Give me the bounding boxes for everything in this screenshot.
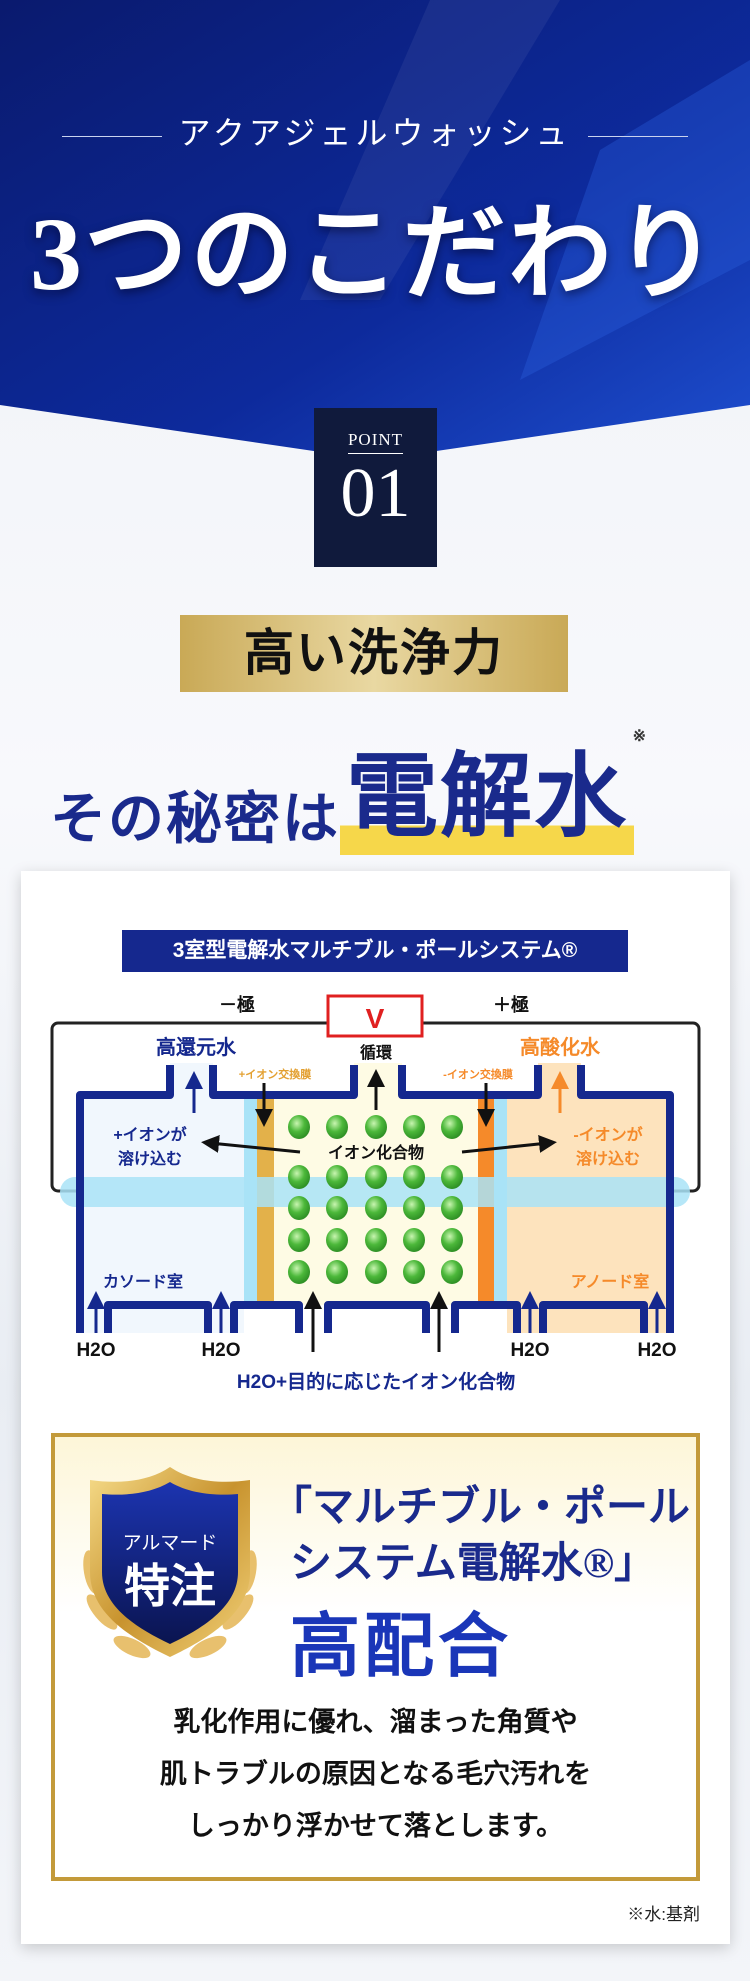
ion-ball (326, 1196, 348, 1220)
highlight-text: 電解水 (346, 746, 629, 848)
point-label: POINT (347, 430, 404, 454)
ion-ball (326, 1260, 348, 1284)
anode-label: アノード室 (571, 1272, 650, 1291)
cathode-label: カソード室 (103, 1272, 183, 1291)
description-line: 肌トラブルの原因となる毛穴汚れを (159, 1759, 592, 1789)
circulation: 循環 (360, 1043, 393, 1062)
ion-ball (365, 1165, 387, 1189)
ion-ball (288, 1260, 310, 1284)
diagram-title: 3室型電解水マルチブル・ポールシステム® (122, 930, 628, 972)
plus-ion-line2: 溶け込む (118, 1149, 182, 1168)
ion-ball (365, 1228, 387, 1252)
electrolysis-diagram: V －極 ＋極 高還元水 循環 高酸化水 +イオン交換膜 -イオン交換膜 +イオ… (50, 994, 701, 1393)
ion-ball (288, 1115, 310, 1139)
ion-ball (403, 1196, 425, 1220)
description-line: しっかり浮かせて落とします。 (187, 1811, 564, 1841)
point-badge: POINT 01 (314, 408, 437, 567)
ion-ball (365, 1196, 387, 1220)
point-number: 01 (340, 455, 411, 532)
h2o-label: H2O (201, 1340, 240, 1361)
h2o-label: H2O (510, 1340, 549, 1361)
plus-membrane-label: +イオン交換膜 (239, 1067, 311, 1081)
h2o-label: H2O (637, 1340, 676, 1361)
ion-ball (365, 1260, 387, 1284)
reduced-water: 高還元水 (156, 1035, 237, 1059)
feature-highlight: 電解水※ (340, 722, 646, 855)
hero-title: 3つのこだわり (29, 197, 720, 312)
footnote: ※水:基剤 (627, 1905, 700, 1924)
ion-ball (288, 1228, 310, 1252)
feature-badge: 高い洗浄力 (180, 615, 568, 692)
ion-ball (441, 1196, 463, 1220)
award-highlight: 高配合 (290, 1609, 512, 1686)
ion-balls (288, 1115, 463, 1284)
ion-ball (365, 1115, 387, 1139)
ion-ball (441, 1228, 463, 1252)
feature-headline: その秘密は電解水※ (50, 722, 710, 855)
award-title: 「マルチブル・ポール システム電解水®」 (270, 1480, 690, 1592)
ion-ball (288, 1165, 310, 1189)
ion-ball (403, 1165, 425, 1189)
compound-label: イオン化合物 (328, 1143, 424, 1162)
ion-ball (441, 1165, 463, 1189)
award-description: 乳化作用に優れ、溜まった角質や 肌トラブルの原因となる毛穴汚れを しっかり浮かせ… (51, 1696, 700, 1852)
ion-ball (326, 1165, 348, 1189)
ion-ball (403, 1115, 425, 1139)
ion-ball (403, 1260, 425, 1284)
minus-ion-line1: -イオンが (573, 1125, 642, 1144)
feature-lead: その秘密は (50, 789, 340, 851)
ion-ball (288, 1196, 310, 1220)
minus-pole: －極 (219, 994, 255, 1015)
ion-ball (326, 1115, 348, 1139)
voltage-box (326, 994, 424, 1038)
plus-ion-line1: +イオンが (113, 1125, 186, 1144)
ion-ball (441, 1260, 463, 1284)
feature-note: ※ (632, 728, 649, 745)
badge-main-text: 特注 (124, 1561, 216, 1612)
award-shield-icon (83, 1467, 257, 1659)
voltage-label: V (366, 1003, 385, 1034)
award-title-line2: システム電解水®」 (290, 1541, 657, 1587)
minus-ion-line2: 溶け込む (576, 1149, 640, 1168)
minus-membrane-label: -イオン交換膜 (443, 1067, 513, 1081)
award-title-line1: 「マルチブル・ポール (270, 1485, 691, 1531)
h2o-label: H2O (76, 1340, 115, 1361)
input-label: H2O+目的に応じたイオン化合物 (237, 1370, 515, 1393)
description-line: 乳化作用に優れ、溜まった角質や (173, 1707, 578, 1737)
ion-ball (403, 1228, 425, 1252)
ion-ball (441, 1115, 463, 1139)
plus-pole: ＋極 (493, 994, 529, 1015)
ion-ball (326, 1228, 348, 1252)
badge-top-text: アルマード (122, 1533, 218, 1554)
hero-subtitle: アクアジェルウォッシュ (0, 108, 750, 154)
oxidized-water: 高酸化水 (520, 1035, 601, 1059)
pipe (60, 1177, 690, 1207)
